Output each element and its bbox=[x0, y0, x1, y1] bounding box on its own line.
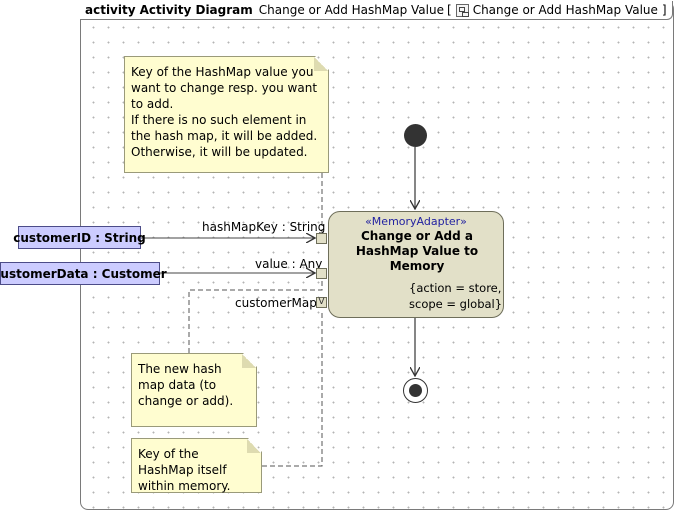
note-new-hashmap-data: The new hash map data (to change or add)… bbox=[131, 353, 257, 427]
tag-action: {action = store, bbox=[409, 281, 502, 295]
pin-label-value: value : Any bbox=[255, 257, 323, 271]
frame-keyword: activity bbox=[85, 3, 136, 17]
pin-label-customer-map: customerMap bbox=[235, 296, 317, 310]
activity-final-node[interactable] bbox=[403, 378, 428, 403]
context-reference: Change or Add HashMap Value bbox=[472, 3, 658, 17]
note-hashmap-in-memory: Key of the HashMap itself within memory. bbox=[131, 438, 262, 493]
parameter-customer-data[interactable]: customerData : Customer bbox=[0, 262, 167, 285]
initial-node[interactable] bbox=[404, 124, 427, 147]
action-tags: {action = store, scope = global} bbox=[409, 280, 503, 312]
open-bracket: [ bbox=[447, 3, 452, 17]
action-title: Change or Add a HashMap Value to Memory bbox=[355, 229, 479, 273]
parameter-customer-id[interactable]: customerID : String bbox=[13, 226, 146, 249]
note-text: Key of the HashMap value you want to cha… bbox=[131, 65, 318, 159]
activity-diagram-icon bbox=[455, 3, 469, 17]
input-pin-value[interactable] bbox=[316, 268, 327, 279]
action-change-or-add-hashmap-value[interactable]: «MemoryAdapter» Change or Add a HashMap … bbox=[328, 211, 504, 318]
close-bracket: ] bbox=[661, 3, 667, 17]
tag-scope: scope = global} bbox=[409, 297, 503, 311]
input-pin-hashmap-key[interactable] bbox=[316, 233, 327, 244]
pin-label-hashmap-key: hashMapKey : String bbox=[202, 220, 326, 234]
anchor-map-note bbox=[188, 279, 323, 353]
diagram-name: Activity Diagram bbox=[139, 3, 253, 17]
anchor-memory-note bbox=[262, 310, 323, 467]
input-pin-customer-map[interactable]: V bbox=[316, 297, 327, 308]
note-text: The new hash map data (to change or add)… bbox=[138, 362, 234, 408]
action-stereotype: «MemoryAdapter» bbox=[365, 215, 467, 228]
frame-header: activity Activity Diagram Change or Add … bbox=[80, 1, 673, 20]
note-hashmap-key: Key of the HashMap value you want to cha… bbox=[124, 56, 329, 173]
note-text: Key of the HashMap itself within memory. bbox=[138, 447, 231, 493]
context-name: Change or Add HashMap Value bbox=[258, 3, 444, 17]
